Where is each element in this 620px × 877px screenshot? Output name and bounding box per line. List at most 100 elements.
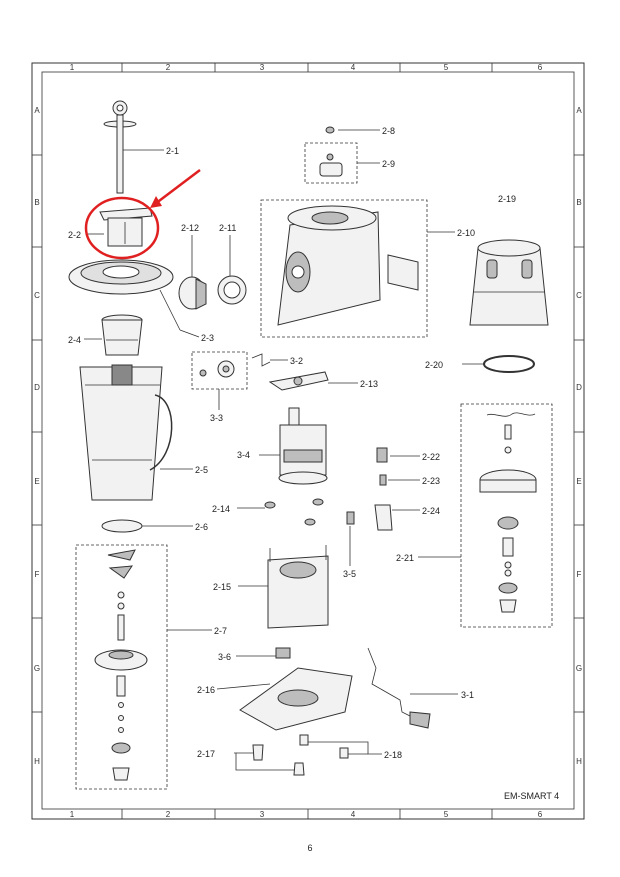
part-3-3-small-parts <box>199 360 235 378</box>
model-label: EM-SMART 4 <box>504 791 559 801</box>
callout-2-6: 2-6 <box>195 522 208 532</box>
callout-2-10: 2-10 <box>457 228 475 238</box>
group-box-2-10 <box>260 199 428 338</box>
grid-col-top: 1 <box>70 63 75 72</box>
part-2-24 <box>374 504 393 531</box>
grid-col-top: 5 <box>444 63 449 72</box>
part-2-12-dial <box>178 276 207 310</box>
group-box-2-7 <box>75 544 168 790</box>
part-2-5-jug <box>79 364 173 501</box>
callout-2-9: 2-9 <box>382 159 395 169</box>
grid-row-left: H <box>34 757 40 766</box>
part-3-4-motor <box>278 407 328 485</box>
part-2-21-grinder-blades <box>479 412 537 613</box>
callout-2-8: 2-8 <box>382 126 395 136</box>
grid-row-left: C <box>34 291 40 300</box>
part-2-2-filler-cap <box>99 207 153 247</box>
grid-row-right: D <box>576 383 582 392</box>
callout-2-2: 2-2 <box>68 230 81 240</box>
part-2-3-lid <box>68 259 174 295</box>
part-2-9-knob <box>319 153 343 177</box>
grid-col-bottom: 5 <box>444 810 449 819</box>
part-2-20-seal <box>483 355 535 373</box>
callout-3-6: 3-6 <box>218 652 231 662</box>
callout-2-22: 2-22 <box>422 452 440 462</box>
grid-row-right: F <box>577 570 582 579</box>
callout-2-20: 2-20 <box>425 360 443 370</box>
callout-2-17: 2-17 <box>197 749 215 759</box>
callout-3-5: 3-5 <box>343 569 356 579</box>
part-3-1-power-cord <box>367 647 431 729</box>
part-2-22 <box>376 447 388 463</box>
highlight-circle <box>84 196 160 260</box>
callout-2-15: 2-15 <box>213 582 231 592</box>
grid-row-right: H <box>576 757 582 766</box>
callout-3-2: 3-2 <box>290 356 303 366</box>
callout-2-3: 2-3 <box>201 333 214 343</box>
callout-3-1: 3-1 <box>461 690 474 700</box>
part-2-15-housing <box>267 545 329 629</box>
grid-row-left: B <box>34 198 39 207</box>
part-2-7-blade-assembly <box>94 549 148 781</box>
grid-col-bottom: 4 <box>351 810 356 819</box>
part-2-23 <box>379 474 387 486</box>
part-2-16-base-plate <box>239 667 353 731</box>
grid-row-right: A <box>576 106 582 115</box>
part-3-2-clip <box>251 353 271 367</box>
part-2-6-gasket <box>101 519 143 533</box>
callout-3-4: 3-4 <box>237 450 250 460</box>
callout-2-13: 2-13 <box>360 379 378 389</box>
grid-row-right: G <box>576 664 582 673</box>
grid-row-left: F <box>35 570 40 579</box>
grid-col-top: 2 <box>166 63 171 72</box>
grid-row-right: C <box>576 291 582 300</box>
callout-2-5: 2-5 <box>195 465 208 475</box>
grid-row-left: D <box>34 383 40 392</box>
callout-2-21: 2-21 <box>396 553 414 563</box>
grid-col-top: 4 <box>351 63 356 72</box>
part-2-19-grinder <box>469 239 549 326</box>
part-2-1-tamper <box>103 100 137 194</box>
group-box-2-21 <box>460 403 553 628</box>
part-2-8-nut <box>325 126 335 134</box>
part-2-10-motor-base <box>277 205 419 326</box>
page-number: 6 <box>307 843 312 853</box>
part-3-5 <box>346 511 355 525</box>
part-2-11-ring <box>217 275 247 305</box>
callout-2-18: 2-18 <box>384 750 402 760</box>
grid-col-top: 3 <box>260 63 265 72</box>
callout-2-16: 2-16 <box>197 685 215 695</box>
grid-row-left: G <box>34 664 40 673</box>
grid-col-bottom: 2 <box>166 810 171 819</box>
highlight-arrowhead <box>150 196 162 208</box>
callout-2-14: 2-14 <box>212 504 230 514</box>
highlight-arrow <box>154 169 201 205</box>
grid-col-bottom: 1 <box>70 810 75 819</box>
grid-col-top: 6 <box>538 63 543 72</box>
grid-row-right: B <box>576 198 581 207</box>
callout-2-4: 2-4 <box>68 335 81 345</box>
part-2-17-feet <box>252 744 305 776</box>
grid-col-bottom: 3 <box>260 810 265 819</box>
part-2-18-feet <box>299 734 349 759</box>
group-box-3-3 <box>191 351 248 390</box>
part-2-4-cup <box>101 314 143 356</box>
grid-row-left: A <box>34 106 40 115</box>
callout-2-1: 2-1 <box>166 146 179 156</box>
callout-3-3: 3-3 <box>210 413 223 423</box>
grid-row-right: E <box>576 477 581 486</box>
callout-2-11: 2-11 <box>219 223 236 233</box>
callout-2-24: 2-24 <box>422 506 440 516</box>
callout-2-7: 2-7 <box>214 626 227 636</box>
callout-2-19: 2-19 <box>498 194 516 204</box>
part-2-14-bushings <box>264 498 324 526</box>
grid-row-left: E <box>34 477 39 486</box>
callout-2-23: 2-23 <box>422 476 440 486</box>
grid-ticks <box>32 63 584 819</box>
part-2-13-plate <box>268 371 329 391</box>
part-3-6-connector <box>275 647 291 659</box>
leader-lines <box>84 129 484 771</box>
callout-2-12: 2-12 <box>181 223 199 233</box>
grid-col-bottom: 6 <box>538 810 543 819</box>
